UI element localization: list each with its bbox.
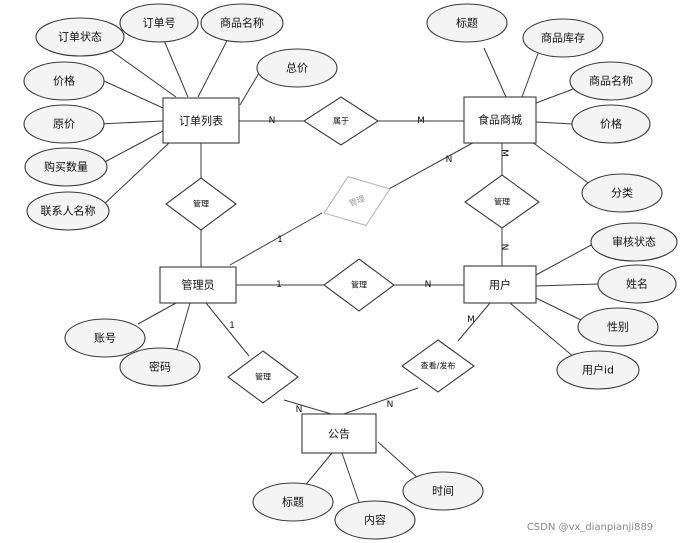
relationship-manage-user-label: 管理 (494, 197, 510, 207)
attribute-title-mall-label: 标题 (456, 16, 478, 30)
relationship-manage-notice-label: 管理 (255, 372, 271, 382)
attribute-product-name-order-label: 商品名称 (220, 16, 264, 30)
cardinality-user-admin: N (425, 280, 432, 290)
attribute-price-mall: 价格 (571, 104, 651, 144)
attribute-password-label: 密码 (149, 360, 171, 374)
cardinality-mall-belongs: M (417, 116, 425, 126)
cardinality-order-belongs: N (269, 116, 276, 126)
attribute-total-price-label: 总价 (286, 61, 308, 75)
cardinality-notice-admin: N (296, 405, 303, 415)
attribute-gender-label: 性别 (607, 320, 629, 334)
entity-notice: 公告 (301, 413, 377, 454)
relationship-belongs-label: 属于 (333, 117, 349, 126)
attribute-order-status-label: 订单状态 (58, 30, 102, 44)
attribute-time-label: 时间 (432, 485, 454, 498)
entity-food-mall: 食品商城 (463, 96, 537, 144)
relationship-belongs: 属于 (302, 96, 380, 146)
attribute-original-price-label: 原价 (53, 118, 75, 131)
attribute-content: 内容 (334, 500, 416, 540)
cardinality-user-mall: N (499, 244, 509, 251)
relationship-manage-order-label: 管理 (193, 199, 209, 209)
relationship-view-publish-label: 查看/发布 (421, 361, 456, 371)
attribute-user-id: 用户id (556, 350, 640, 390)
attribute-review-status-label: 审核状态 (612, 235, 656, 249)
attribute-category-label: 分类 (611, 186, 633, 200)
relationship-manage-order: 管理 (165, 177, 237, 231)
entity-admin-label: 管理员 (182, 278, 215, 292)
relationship-manage-mall: 管理 (323, 175, 391, 227)
attribute-contact-name-label: 联系人名称 (41, 204, 96, 218)
attribute-order-no-label: 订单号 (143, 17, 176, 30)
attribute-notice-title-label: 标题 (282, 495, 304, 509)
cardinality-admin-notice: 1 (229, 321, 235, 331)
cardinality-user-notice: M (467, 315, 475, 325)
attribute-product-name-mall-label: 商品名称 (589, 74, 633, 88)
relationship-manage-food-label: 管理 (351, 280, 367, 290)
attribute-product-name-order: 商品名称 (200, 3, 284, 43)
watermark: CSDN @vx_dianpianji889 (527, 522, 653, 533)
cardinality-admin-user: 1 (276, 280, 282, 290)
entity-user-label: 用户 (489, 278, 511, 292)
attribute-user-name: 姓名 (597, 264, 677, 304)
cardinality-admin-mall: 1 (277, 235, 283, 245)
attribute-content-label: 内容 (364, 513, 386, 527)
attribute-price-order: 价格 (23, 61, 105, 101)
entity-order-list: 订单列表 (162, 97, 240, 144)
attribute-notice-title: 标题 (252, 482, 334, 522)
attribute-original-price: 原价 (23, 104, 105, 144)
entity-food-mall-label: 食品商城 (478, 113, 522, 127)
entity-user: 用户 (463, 265, 537, 304)
attribute-category: 分类 (581, 173, 663, 213)
relationship-manage-notice: 管理 (227, 350, 299, 404)
entity-notice-label: 公告 (328, 428, 350, 441)
attribute-password: 密码 (119, 347, 201, 387)
attribute-purchase-qty-label: 购买数量 (44, 160, 88, 174)
attribute-total-price: 总价 (256, 48, 338, 88)
entity-order-list-label: 订单列表 (179, 114, 223, 128)
cardinality-notice-user: N (387, 400, 394, 410)
attribute-gender: 性别 (577, 307, 659, 347)
cardinality-mall-admin: N (446, 155, 453, 165)
relationship-view-publish: 查看/发布 (401, 339, 475, 393)
attribute-order-no: 订单号 (119, 3, 199, 43)
attribute-order-status: 订单状态 (35, 17, 125, 57)
attribute-purchase-qty: 购买数量 (24, 147, 108, 187)
attribute-product-name-mall: 商品名称 (569, 61, 653, 101)
relationship-manage-user: 管理 (464, 174, 540, 229)
attribute-review-status: 审核状态 (590, 222, 678, 262)
attribute-account-label: 账号 (94, 332, 116, 345)
cardinality-labels: N M N 1 M N 1 N 1 N M N (229, 116, 509, 415)
attribute-stock: 商品库存 (522, 18, 604, 58)
attribute-title-mall: 标题 (426, 3, 508, 43)
attribute-stock-label: 商品库存 (541, 31, 585, 45)
entity-admin: 管理员 (159, 266, 237, 304)
attribute-user-name-label: 姓名 (626, 277, 648, 291)
attribute-contact-name: 联系人名称 (26, 191, 110, 231)
cardinality-mall-user: M (499, 149, 509, 157)
attribute-time: 时间 (402, 471, 484, 511)
attribute-price-mall-label: 价格 (600, 117, 622, 131)
attribute-price-order-label: 价格 (53, 74, 75, 88)
relationship-manage-food: 管理 (323, 258, 395, 312)
connector-lines (91, 30, 599, 509)
attribute-account: 账号 (64, 318, 146, 358)
attribute-user-id-label: 用户id (582, 363, 614, 377)
